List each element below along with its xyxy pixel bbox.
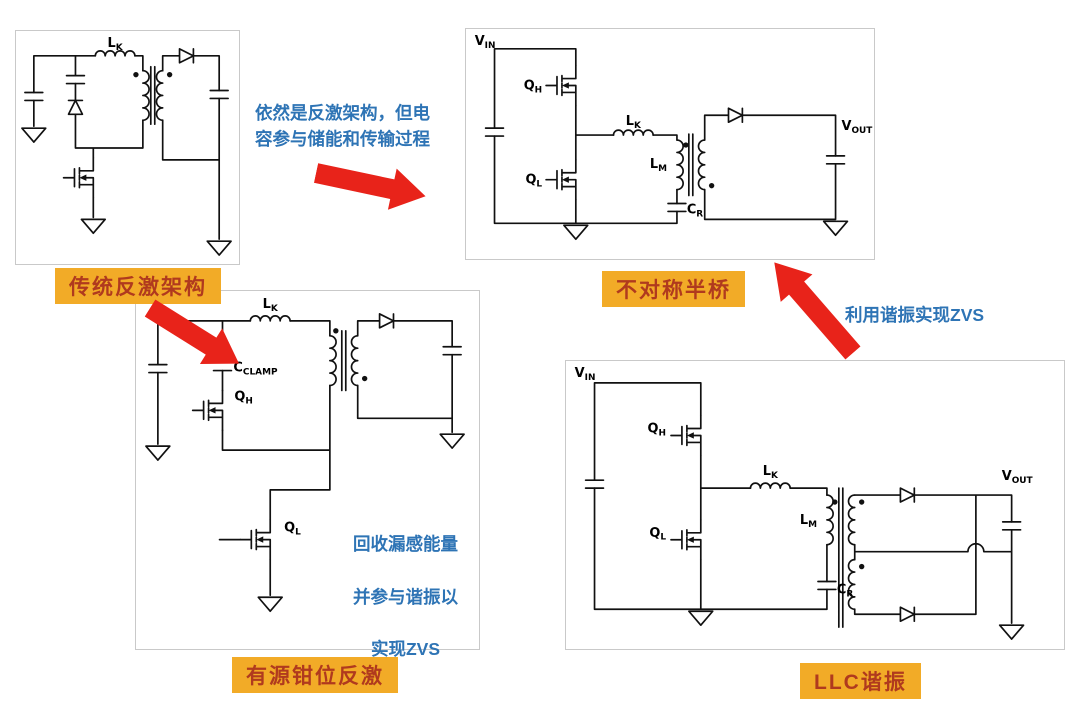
transformer-primary	[142, 69, 150, 122]
wires	[493, 47, 837, 225]
ground-icon	[257, 596, 283, 613]
caption-active-clamp-flyback: 有源钳位反激	[232, 657, 398, 693]
ground-icon	[206, 240, 232, 256]
mosfet-main-switch	[62, 157, 95, 199]
mosfet-ql	[545, 159, 577, 201]
panel-active-clamp-flyback: LK CCLAMP QH QL	[135, 290, 480, 650]
label-vin: VIN	[475, 34, 496, 51]
circuit-llc-resonant: VIN QH QL LK LM CR VOUT	[575, 366, 1034, 640]
output-capacitor	[1001, 521, 1022, 531]
label-qh: QH	[524, 78, 542, 95]
label-qh: QH	[234, 389, 252, 406]
output-capacitor	[209, 89, 229, 100]
polarity-dot	[858, 563, 865, 570]
label-cclamp: CCLAMP	[233, 361, 278, 378]
note-acf: 回收漏感能量 并参与谐振以 实现ZVS	[338, 505, 473, 689]
polarity-dot	[361, 375, 368, 382]
polarity-dot	[858, 499, 865, 505]
label-vout: VOUT	[1002, 469, 1034, 486]
label-lm: LM	[650, 157, 667, 174]
circuit-active-clamp-flyback: LK CCLAMP QH QL	[145, 297, 465, 613]
input-capacitor	[584, 479, 605, 489]
ground-icon	[998, 624, 1025, 640]
note-zvs: 利用谐振实现ZVS	[845, 305, 985, 325]
transformer-secondary	[697, 139, 706, 191]
label-vout: VOUT	[842, 119, 874, 136]
wires	[593, 382, 1013, 628]
ground-icon	[822, 220, 849, 237]
transformer-secondary-bottom	[847, 558, 856, 611]
transformer-primary	[329, 334, 337, 387]
polarity-dot	[683, 142, 689, 148]
leakage-inductor	[749, 482, 792, 489]
transformer-primary	[826, 494, 834, 546]
wires	[32, 54, 221, 241]
evolution-arrow-icon	[313, 163, 426, 210]
clamp-evolution-arrow-icon	[144, 299, 240, 364]
resonance-arrow-icon	[774, 262, 861, 360]
note-acf-line3: 实现ZVS	[370, 639, 441, 660]
label-ql: QL	[649, 526, 666, 543]
polarity-dot	[832, 499, 838, 505]
label-lk: LK	[263, 297, 279, 314]
label-ql: QL	[284, 521, 301, 538]
mosfet-ql	[670, 519, 702, 561]
resonant-capacitor	[667, 202, 687, 213]
rectifier-diode-bottom	[899, 606, 916, 623]
output-capacitor	[825, 155, 846, 165]
ground-icon	[688, 610, 714, 627]
label-lm: LM	[800, 513, 817, 530]
mosfet-qh	[545, 64, 577, 107]
clamp-capacitor	[65, 74, 86, 85]
transformer-primary	[676, 139, 684, 191]
circuit-asymmetric-half-bridge: VIN QH QL LK LM CR VOUT	[475, 34, 874, 241]
label-lk: LK	[763, 464, 779, 481]
input-capacitor	[148, 363, 168, 374]
panel-asymmetric-half-bridge: VIN QH QL LK LM CR VOUT	[465, 28, 875, 260]
label-qh: QH	[648, 422, 666, 439]
label-cr: CR	[687, 202, 703, 219]
caption-asymmetric-half-bridge: 不对称半桥	[602, 271, 745, 307]
output-capacitor	[442, 345, 462, 356]
input-capacitor	[484, 127, 505, 137]
label-vin: VIN	[575, 366, 596, 383]
label-ql: QL	[525, 173, 542, 190]
rectifier-diode-top	[899, 487, 916, 503]
mosfet-qh	[191, 389, 224, 432]
input-capacitor	[24, 91, 44, 102]
ground-icon	[439, 433, 465, 449]
panel-llc-resonant: VIN QH QL LK LM CR VOUT	[565, 360, 1065, 650]
note-evolution: 依然是反激架构，但电 容参与储能和传输过程	[255, 103, 430, 150]
mosfet-qh	[670, 414, 702, 457]
label-lk: LK	[108, 36, 124, 53]
mosfet-ql	[239, 518, 272, 561]
note-acf-line2: 并参与谐振以	[353, 586, 458, 607]
resonant-capacitor	[817, 580, 837, 591]
polarity-dot	[166, 71, 173, 78]
panel-traditional-flyback: LK	[15, 30, 240, 265]
transformer-secondary-top	[847, 494, 856, 546]
leakage-inductor	[249, 315, 291, 322]
transformer-secondary	[350, 334, 359, 387]
label-lk: LK	[626, 114, 642, 131]
caption-traditional-flyback: 传统反激架构	[55, 268, 221, 304]
transformer-secondary	[155, 69, 164, 122]
polarity-dot	[708, 182, 715, 189]
output-diode	[378, 313, 395, 329]
label-cr: CR	[837, 582, 853, 599]
clamp-diode	[67, 99, 84, 116]
polarity-dot	[333, 328, 339, 334]
output-diode	[178, 48, 195, 64]
polarity-dot	[133, 71, 139, 78]
wires	[157, 320, 454, 597]
ground-icon	[145, 445, 171, 461]
note-acf-line1: 回收漏感能量	[353, 534, 458, 555]
circuit-traditional-flyback: LK	[21, 36, 232, 256]
output-diode	[727, 107, 744, 124]
ground-icon	[563, 224, 589, 241]
ground-icon	[80, 218, 107, 235]
caption-llc-resonant: LLC谐振	[800, 663, 921, 699]
ground-icon	[21, 127, 47, 143]
